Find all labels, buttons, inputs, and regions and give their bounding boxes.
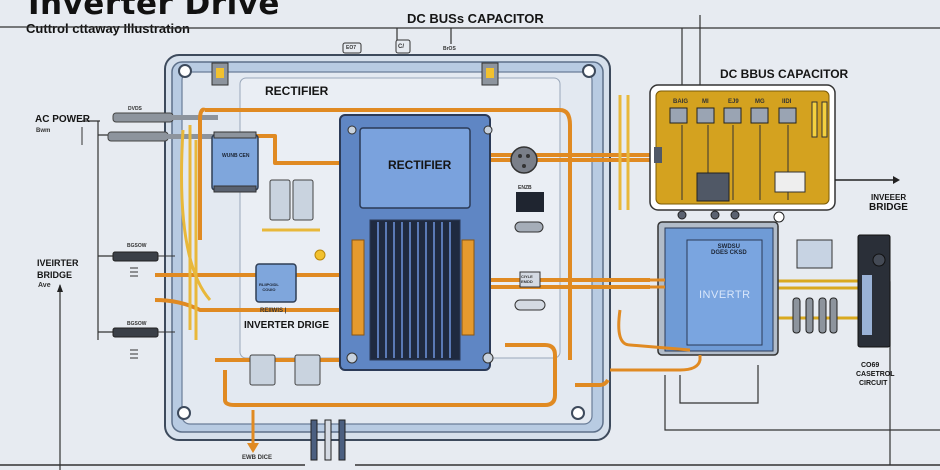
lower-fuses	[249, 354, 321, 386]
cap-tag-1: BAIG	[673, 99, 688, 105]
link-connector	[514, 221, 544, 233]
rectifier-module-label: RECTIFIER	[388, 158, 452, 172]
inverter-module-sub: SWDSU DGES CKSD	[711, 244, 747, 256]
relay-block	[519, 271, 541, 288]
ac-input-wires	[59, 120, 118, 470]
control-circuit-module	[857, 234, 891, 348]
inverter-loop-cable	[617, 309, 691, 352]
ac-cables	[107, 112, 225, 142]
data-plate	[516, 192, 544, 212]
ac-power-label: AC POWER	[35, 114, 90, 125]
inverter-module	[657, 221, 779, 356]
cap-tag-4: MG	[755, 99, 765, 105]
dc-bus-capacitor-right-label: DC BBUS CAPACITOR	[720, 67, 849, 81]
yellow-cables	[180, 95, 630, 340]
up-arrow-icon	[57, 284, 63, 292]
indicator-led	[314, 249, 326, 261]
inverter-bridge-left-sub: Ave	[38, 282, 51, 289]
side-tag: ENZB	[518, 185, 532, 191]
inverter-bridge-inner-sub: REIIWIS |	[260, 308, 287, 314]
inverter-bridge-inner-label: INVERTER DRIGE	[244, 320, 330, 331]
output-terminals	[792, 297, 838, 334]
cap-tag-2: MI	[702, 99, 709, 105]
bottom-arrow-label: EWB DICE	[242, 455, 272, 461]
terminal-blocks-left	[112, 251, 175, 359]
breakers	[269, 179, 314, 221]
board-fuses	[811, 101, 828, 138]
terminal-tag-2: BGSOW	[127, 321, 147, 327]
orange-cables	[154, 107, 650, 407]
down-arrow-icon	[247, 443, 259, 453]
bottom-terminals	[310, 419, 346, 461]
control-circuit-label-1: CO69	[861, 362, 880, 369]
enclosure-screws	[177, 64, 596, 420]
inverter-top-knobs	[677, 210, 785, 223]
page-title: Inverter Drive	[28, 0, 280, 22]
inverter-module-label: INVERTR	[699, 289, 751, 301]
terminal-tag-1: BGSOW	[127, 243, 147, 249]
top-terminal-2	[395, 39, 411, 54]
small-module-left	[211, 131, 259, 193]
cap-tag-5: IIDI	[782, 99, 792, 105]
page-subtitle: Cuttrol cttaway Illustration	[26, 21, 190, 36]
relay-tag: CIYLE EMDD	[521, 274, 533, 284]
capacitor-cells	[669, 107, 797, 124]
board-connectors	[696, 172, 730, 202]
round-connector	[510, 146, 538, 174]
top-terminal-1	[342, 42, 362, 54]
top-tag-3: BrOS	[443, 46, 456, 52]
right-arrow-icon	[893, 176, 900, 184]
rectifier-top-label: RECTIFIER	[265, 84, 329, 98]
small-module-label: WUNB CEN	[222, 153, 250, 159]
inverter-bottom-cable	[610, 355, 702, 372]
ac-cable-tag: DVDS	[128, 106, 142, 112]
rectifier-side-bars	[351, 239, 475, 336]
dc-bus-capacitor-top-label: DC BUSs CAPACITOR	[407, 11, 544, 26]
board-input-connector	[654, 147, 662, 163]
rectifier-screws	[346, 125, 494, 364]
ac-power-sub-label: Bwm	[36, 128, 51, 134]
inverter-bridge-left-label-1: IVEIRTER	[37, 258, 79, 268]
top-tag-2: C/	[398, 44, 404, 50]
small-plug	[514, 299, 546, 311]
inverter-left-cables	[640, 278, 665, 289]
inverter-bridge-left-label-2: BRIDGE	[37, 270, 73, 280]
heatsink-fins	[377, 222, 451, 358]
filter-module-label: RLIIPOIDL COUIO	[259, 282, 279, 292]
cap-tag-3: EJ9	[728, 99, 739, 105]
control-circuit-label-3: CIRCUIT	[859, 380, 888, 387]
io-terminal-strip	[796, 239, 833, 269]
board-chip	[774, 171, 806, 193]
top-tag-1: EO7	[346, 45, 357, 51]
filter-module	[255, 263, 297, 303]
control-circuit-label-2: CASETROL	[856, 371, 895, 378]
inverter-bridge-right-label-1: INVEEER	[871, 193, 907, 202]
inverter-bridge-right-label-2: BRIDGE	[869, 202, 908, 213]
top-connectors	[211, 62, 499, 86]
